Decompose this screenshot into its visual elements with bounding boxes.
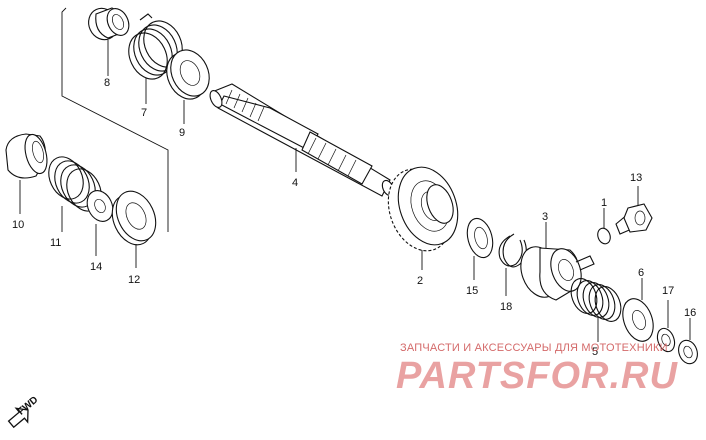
part-spring-lower xyxy=(48,156,102,212)
part-gear-main xyxy=(387,166,459,252)
callout-17: 17 xyxy=(662,285,674,297)
callout-11: 11 xyxy=(50,237,61,249)
group-bracket-upper xyxy=(61,7,169,232)
part-nut xyxy=(678,339,698,365)
part-shaft xyxy=(209,83,395,197)
callout-10: 10 xyxy=(12,219,24,231)
part-thrust-washer xyxy=(466,217,494,259)
part-washer-17 xyxy=(656,327,676,353)
watermark-tagline: ЗАПЧАСТИ И АКСЕССУАРЫ ДЛЯ МОТОТЕХНИКИ xyxy=(400,342,668,354)
part-cap xyxy=(5,133,48,179)
fwd-arrow-icon xyxy=(7,407,29,429)
callout-12: 12 xyxy=(128,274,140,286)
callout-7: 7 xyxy=(141,107,147,119)
callout-8: 8 xyxy=(104,77,110,89)
part-lock-washer xyxy=(86,190,114,222)
callout-14: 14 xyxy=(90,261,102,273)
callout-1: 1 xyxy=(601,197,607,209)
callout-13: 13 xyxy=(630,172,642,184)
callout-15: 15 xyxy=(466,285,478,297)
part-spring-ratchet xyxy=(570,278,622,322)
part-washer-lower xyxy=(111,190,157,246)
part-washer-upper xyxy=(166,49,210,100)
callout-3: 3 xyxy=(542,211,548,223)
part-collar xyxy=(88,7,130,41)
part-clip-small xyxy=(597,227,611,245)
part-washer-6 xyxy=(622,298,654,342)
callout-4: 4 xyxy=(292,177,298,189)
callout-16: 16 xyxy=(684,307,696,319)
part-bolt xyxy=(615,203,653,235)
callout-6: 6 xyxy=(638,267,644,279)
callout-2: 2 xyxy=(417,275,423,287)
callout-18: 18 xyxy=(500,301,512,313)
part-ratchet xyxy=(520,246,595,301)
callout-5: 5 xyxy=(592,346,598,358)
callout-9: 9 xyxy=(179,127,185,139)
watermark-logo: PARTSFOR.RU xyxy=(396,355,678,397)
